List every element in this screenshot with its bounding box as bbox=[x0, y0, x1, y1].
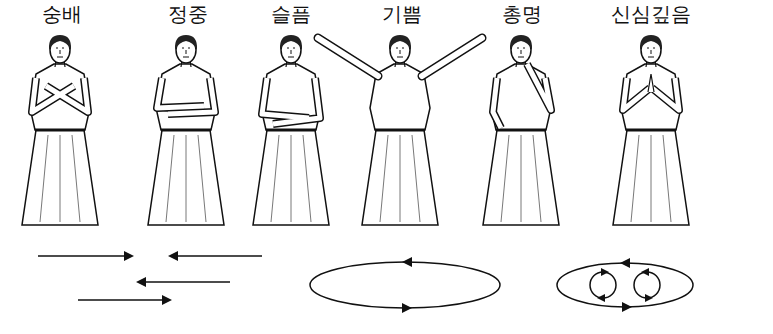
gesture-label: 총명 bbox=[502, 2, 542, 26]
gesture-label: 신심깊음 bbox=[611, 2, 691, 26]
gesture-label: 숭배 bbox=[42, 2, 82, 26]
gesture-label: 슬픔 bbox=[271, 2, 311, 26]
gesture-label: 기쁨 bbox=[382, 2, 422, 26]
gesture-label: 정중 bbox=[168, 2, 208, 26]
